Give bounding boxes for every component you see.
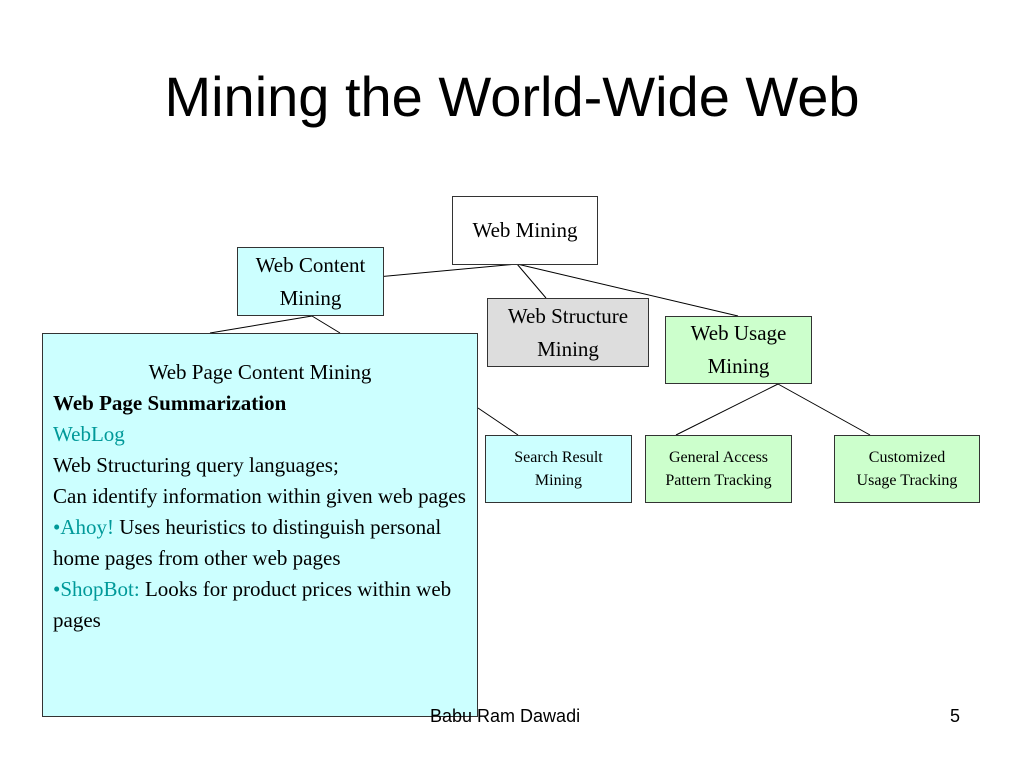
popup-heading: Web Page Content Mining xyxy=(148,360,372,384)
node-web-content-mining: Web Content Mining xyxy=(237,247,384,316)
popup-shopbot-label: •ShopBot: xyxy=(53,577,140,601)
popup-ahoy-label: •Ahoy! xyxy=(53,515,115,539)
node-web-structure-mining: Web Structure Mining xyxy=(487,298,649,367)
footer-author: Babu Ram Dawadi xyxy=(430,706,581,726)
connector-content-search xyxy=(477,407,519,436)
popup-weblog-description: Web Structuring query languages; Can ide… xyxy=(53,453,466,508)
footer-page-number: 5 xyxy=(950,706,961,726)
connector-content-page xyxy=(209,315,313,334)
node-web-mining: Web Mining xyxy=(452,196,598,265)
connector-root-usage xyxy=(516,263,739,317)
node-search-result-mining: Search Result Mining xyxy=(485,435,632,503)
node-customized-usage-tracking: Customized Usage Tracking xyxy=(834,435,980,503)
popup-shopbot-item: •ShopBot: Looks for product prices withi… xyxy=(53,574,467,636)
popup-summarization: Web Page Summarization xyxy=(53,391,287,415)
node-web-usage-mining: Web Usage Mining xyxy=(665,316,812,384)
connector-content-page-2 xyxy=(311,315,341,334)
popup-shopbot-description: Looks for product prices within web page… xyxy=(53,577,452,632)
connector-usage-general xyxy=(675,383,779,436)
node-general-access-pattern-tracking: General Access Pattern Tracking xyxy=(645,435,792,503)
popup-weblog: WebLog xyxy=(53,422,125,446)
web-page-content-mining-popup: Web Page Content Mining Web Page Summari… xyxy=(42,333,478,717)
popup-ahoy-description: Uses heuristics to distinguish personal … xyxy=(53,515,442,570)
slide-title: Mining the World-Wide Web xyxy=(164,65,860,128)
connector-usage-customized xyxy=(777,383,871,436)
popup-ahoy-item: •Ahoy! Uses heuristics to distinguish pe… xyxy=(53,512,467,574)
connector-root-structure xyxy=(516,263,547,299)
